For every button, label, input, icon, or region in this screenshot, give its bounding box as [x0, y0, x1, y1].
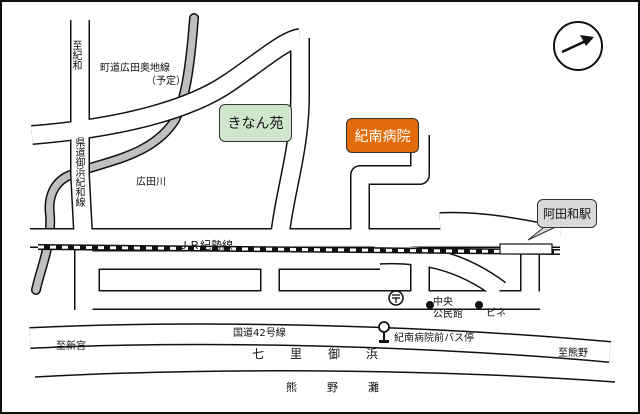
ada-station-label[interactable]: 阿田和駅 [537, 199, 597, 228]
jr-railway [37, 244, 561, 255]
coastline [34, 370, 616, 383]
building-dot-icon [426, 301, 434, 309]
kinan-hospital-label[interactable]: 紀南病院 [346, 118, 419, 153]
bus-stop-label: 紀南病院前バス停 [394, 333, 474, 344]
kinan-en-label[interactable]: きなん苑 [219, 104, 292, 142]
to-shingu-label: 至新宮 [56, 341, 86, 352]
chuo-kominkan-label-1: 中央 [433, 297, 453, 308]
national-road-label: 国道42号線 [233, 328, 286, 339]
road-network [30, 20, 562, 310]
national-route-42 [29, 323, 611, 363]
shichiri-mihama-label: 七里御浜 [252, 347, 405, 361]
bus-stop-icon [378, 321, 390, 343]
post-office-icon [388, 290, 404, 306]
pref-road-label: 県道御浜紀和線 [73, 137, 84, 207]
station-platform [499, 243, 553, 255]
building-dot-icon [475, 301, 483, 309]
town-road-label: 町道広田奥地線 [100, 63, 170, 74]
hirota-river-label: 広田川 [136, 177, 166, 188]
town-road-note-label: （予定） [146, 76, 186, 87]
chuo-kominkan-label-2: 公民館 [433, 309, 463, 320]
compass [553, 21, 603, 71]
jr-line-label: ＪＲ紀勢線 [178, 239, 233, 252]
to-kiwa-label: 至紀和 [70, 40, 81, 70]
pine-label: ピネ [486, 308, 506, 319]
kumano-nada-label: 熊野灘 [286, 381, 409, 394]
to-kumano-label: 至熊野 [558, 348, 588, 359]
